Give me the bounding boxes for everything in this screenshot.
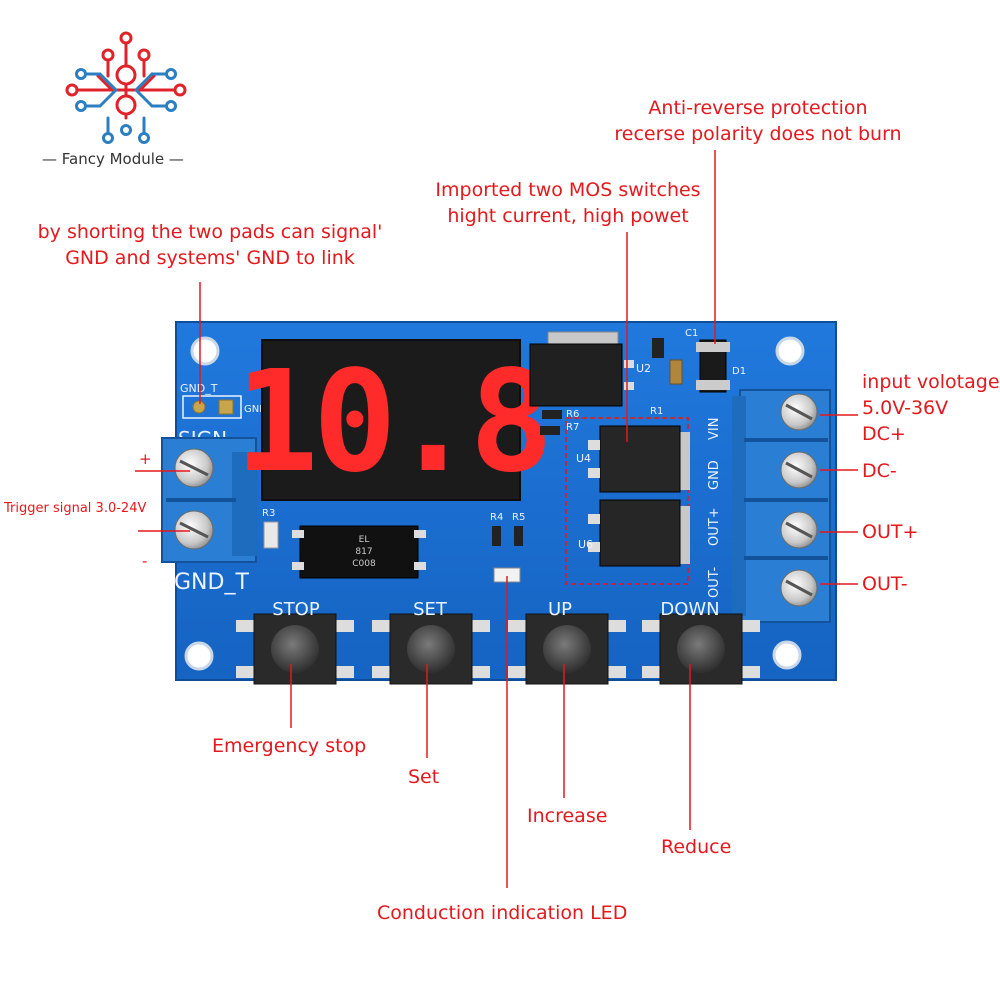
circuit-flower-icon [65,31,187,144]
mos-line2: hight current, high powet [447,205,689,227]
callout-led: Conduction indication LED [377,902,628,924]
silk-out-minus: OUT- [707,567,722,598]
mos-line1: Imported two MOS switches [435,179,701,201]
silk-r7: R7 [566,422,579,433]
callout-shorting: by shorting the two pads can signal' GND… [30,219,390,271]
set-button[interactable]: SET [372,599,490,685]
display-readout: 10.8 [234,341,547,504]
silk-r1: R1 [650,406,663,417]
pcb-board: GND_T GND SIGN GND_T 10.8 R3 [161,321,837,685]
fancy-module-logo [65,31,187,144]
callout-mos: Imported two MOS switches hight current,… [418,177,718,229]
silk-r4: R4 [490,512,503,523]
silk-gnd-top-right: GND [244,404,267,415]
input-voltage-line1: input volotage [862,371,1000,393]
silk-down: DOWN [660,599,719,620]
silk-u6: U6 [578,538,593,551]
u2-regulator: U2 C1 D1 [529,328,746,407]
silk-out-plus: OUT+ [707,507,722,546]
callout-reduce: Reduce [661,836,732,858]
callout-out-plus: OUT+ [862,521,919,543]
mosfet-u4: U4 [576,425,690,493]
silk-gnd: GND [707,460,722,490]
silk-r3: R3 [262,508,275,519]
up-button[interactable]: UP [508,599,626,685]
optocoupler: R3 EL 817 C008 [262,508,426,579]
logo-brand-text: — Fancy Module — [42,150,184,168]
silk-set: SET [413,599,448,620]
silk-c1: C1 [685,328,698,339]
output-terminal-block [732,389,831,623]
callout-input-voltage: input volotage 5.0V-36V DC+ [862,369,1000,447]
mounting-holes [184,336,805,671]
terminal-labels: VIN GND OUT+ OUT- [707,418,722,598]
callout-plus: + [139,450,152,468]
silk-vin: VIN [707,418,722,440]
callout-minus: - [142,552,148,570]
callout-set: Set [408,766,440,788]
silk-up: UP [548,599,572,620]
callout-increase: Increase [527,805,608,827]
anti-reverse-line1: Anti-reverse protection [648,97,868,119]
input-voltage-line2: 5.0V-36V [862,397,949,419]
stop-button[interactable]: STOP [236,599,354,685]
down-button[interactable]: DOWN [642,599,760,685]
opto-label-el: EL [359,535,370,545]
trigger-terminal-block [161,437,258,563]
callout-out-minus: OUT- [862,573,908,595]
shorting-line1: by shorting the two pads can signal' [37,221,383,243]
silk-stop: STOP [272,599,320,620]
push-buttons: STOP SET UP DOWN [236,599,760,685]
callout-dc-minus: DC- [862,460,897,482]
silk-u2: U2 [636,362,651,375]
silk-r6: R6 [566,409,579,420]
silk-d1: D1 [732,366,746,377]
silk-gnd-t-bottom: GND_T [174,570,249,595]
callout-emergency-stop: Emergency stop [212,735,367,757]
callout-anti-reverse: Anti-reverse protection recerse polarity… [608,95,908,147]
shorting-line2: GND and systems' GND to link [65,247,355,269]
silk-r5: R5 [512,512,525,523]
silk-u4: U4 [576,452,591,465]
anti-reverse-line2: recerse polarity does not burn [614,123,902,145]
callout-trigger: Trigger signal 3.0-24V [4,501,147,516]
silk-gnd-t-top: GND_T [180,382,218,395]
r4-r5-led: R4 R5 [490,512,525,583]
seven-segment-display: 10.8 [234,339,554,504]
resistors-top: R6 R7 R1 [540,406,663,435]
leader-lines [135,150,858,888]
opto-label-c008: C008 [352,559,376,569]
input-voltage-line3: DC+ [862,423,906,445]
mosfet-u6: U6 [578,499,690,567]
opto-label-817: 817 [355,547,372,557]
